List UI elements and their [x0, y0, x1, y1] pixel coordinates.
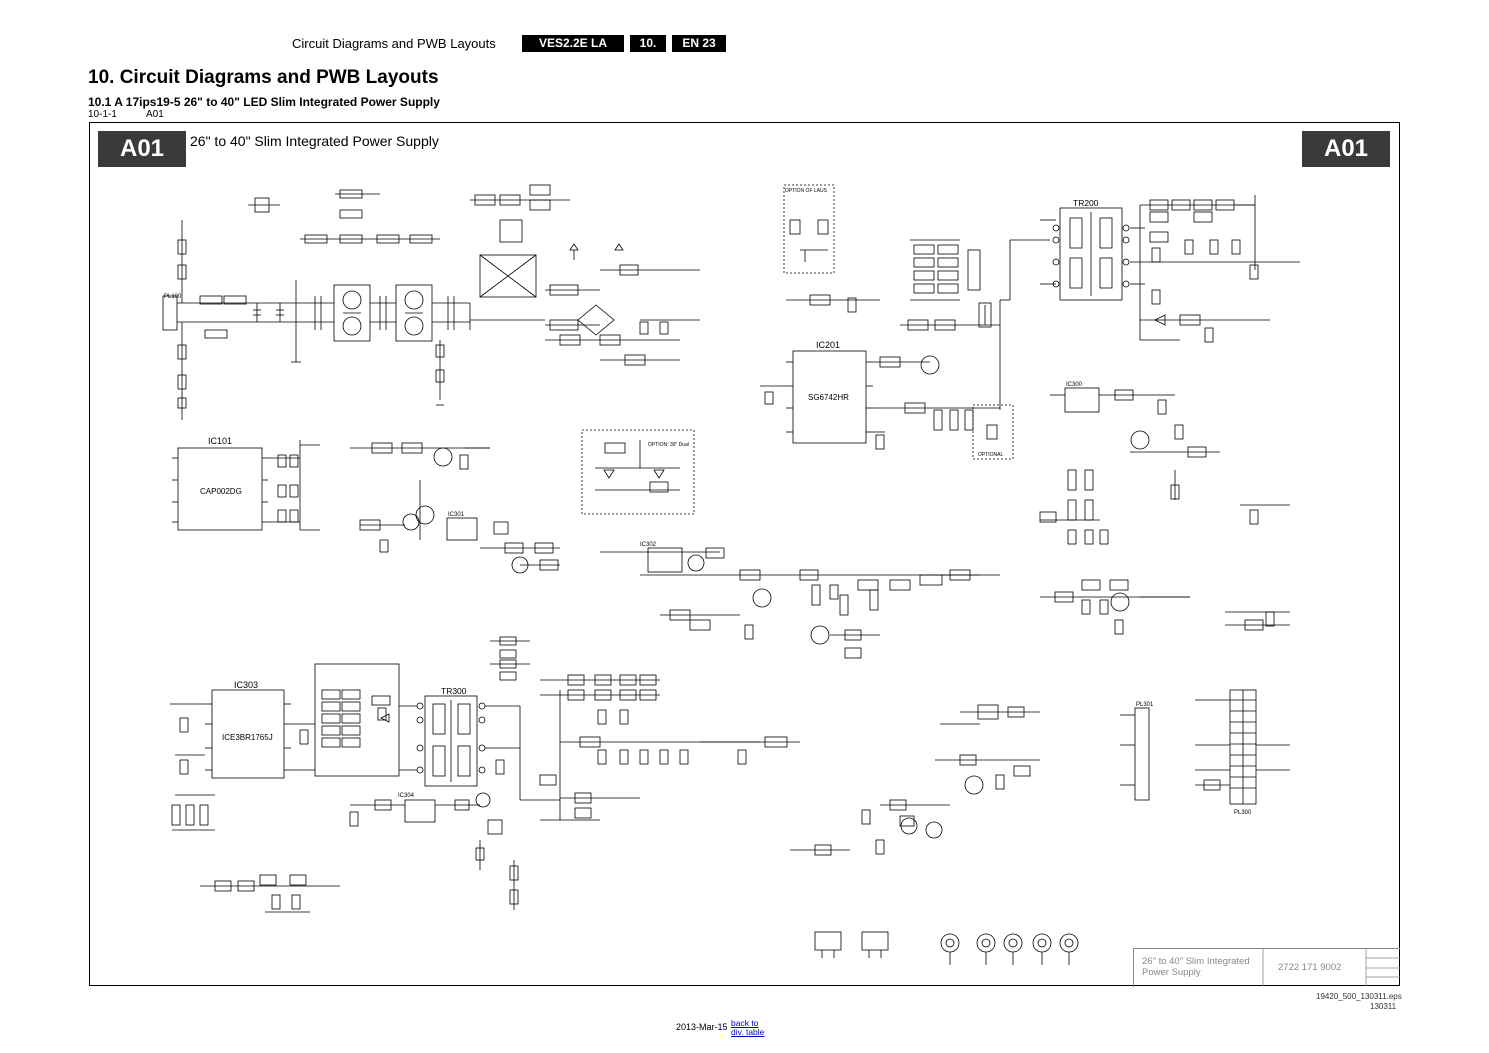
- page-badge: EN 23: [672, 35, 726, 52]
- panel-badge-right: A01: [1302, 131, 1390, 167]
- optional-label: OPTIONAL: [978, 452, 1004, 458]
- pl100-label: PL100: [164, 294, 182, 300]
- mounting-points: [814, 931, 1079, 965]
- tr300-label: TR300: [441, 686, 467, 696]
- tr200-section: [1040, 195, 1300, 343]
- subsection-id: 10-1-1: [88, 109, 117, 120]
- ic302-label: IC302: [640, 542, 657, 548]
- small-jumpers: [490, 636, 530, 681]
- title-block-lines: [1262, 948, 1400, 986]
- print-date: 2013-Mar-15: [676, 1022, 728, 1032]
- pfc-section: [469, 184, 700, 366]
- ic303-part: ICE3BR1765J: [222, 733, 273, 742]
- panel-title: 26" to 40" Slim Integrated Power Supply: [190, 133, 439, 149]
- title-block-code: 2722 171 9002: [1278, 962, 1342, 973]
- model-badge: VES2.2E LA: [522, 35, 624, 52]
- mains-input-section: [162, 189, 470, 420]
- title-block-description: 26" to 40" Slim Integrated Power Supply: [1142, 956, 1250, 978]
- back-link-line-2[interactable]: div. table: [731, 1027, 765, 1037]
- option-led-label: OPTION: 39" Dual: [648, 442, 689, 448]
- ic201-section: [760, 239, 1050, 450]
- startup-section: [910, 239, 981, 301]
- tr200-label: TR200: [1073, 198, 1099, 208]
- pl301-label: PL301: [1136, 702, 1154, 708]
- ac-detect-section: [350, 442, 560, 574]
- ic303-label: IC303: [234, 680, 258, 690]
- tr300-section: [399, 695, 560, 801]
- option-laus-label: OPTION OF LAUS: [785, 188, 828, 194]
- section-subtitle: 10.1 A 17ips19-5 26" to 40" LED Slim Int…: [88, 95, 440, 109]
- ic101-section: [172, 440, 320, 531]
- chapter-badge: 10.: [630, 35, 666, 52]
- ic300-label: IC300: [1066, 382, 1083, 388]
- subsection-name: A01: [146, 109, 164, 120]
- option-led-section: [595, 440, 680, 493]
- ic101-part: CAP002DG: [200, 487, 242, 496]
- pl300-label: PL300: [1234, 810, 1252, 816]
- secondary-output-section: [539, 674, 800, 821]
- component-labels: IC101 CAP002DG IC201 SG6742HR IC303 ICE3…: [164, 188, 1252, 816]
- pl300-connector: [1120, 689, 1290, 805]
- optional-boxes: [581, 184, 1014, 515]
- file-name: 19420_500_130311.eps: [1316, 992, 1402, 1001]
- ic304-section: [349, 792, 519, 910]
- title-block: [1133, 948, 1400, 987]
- standby-buck-section: [600, 547, 1000, 659]
- option-laus-section: [789, 219, 829, 262]
- ic201-part: SG6742HR: [808, 393, 849, 402]
- back-to-table-link[interactable]: back to div. table: [731, 1019, 764, 1037]
- ic303-section: [170, 663, 400, 831]
- running-title: Circuit Diagrams and PWB Layouts: [292, 36, 496, 51]
- ic301-label: IC301: [448, 512, 465, 518]
- sense-section-right: [1040, 579, 1290, 635]
- back-link-line-1[interactable]: back to: [731, 1018, 759, 1028]
- schematic-frame: [89, 122, 1400, 986]
- ic304-label: IC304: [398, 793, 415, 799]
- panel-badge-left: A01: [98, 131, 186, 167]
- ic201-label: IC201: [816, 340, 840, 350]
- bottom-left-circuit: [200, 874, 340, 913]
- control-section-right: [1039, 387, 1290, 545]
- ic101-label: IC101: [208, 436, 232, 446]
- section-title: 10. Circuit Diagrams and PWB Layouts: [88, 67, 439, 88]
- bottom-mid-circuits: [790, 704, 1040, 856]
- file-date: 130311: [1370, 1002, 1397, 1011]
